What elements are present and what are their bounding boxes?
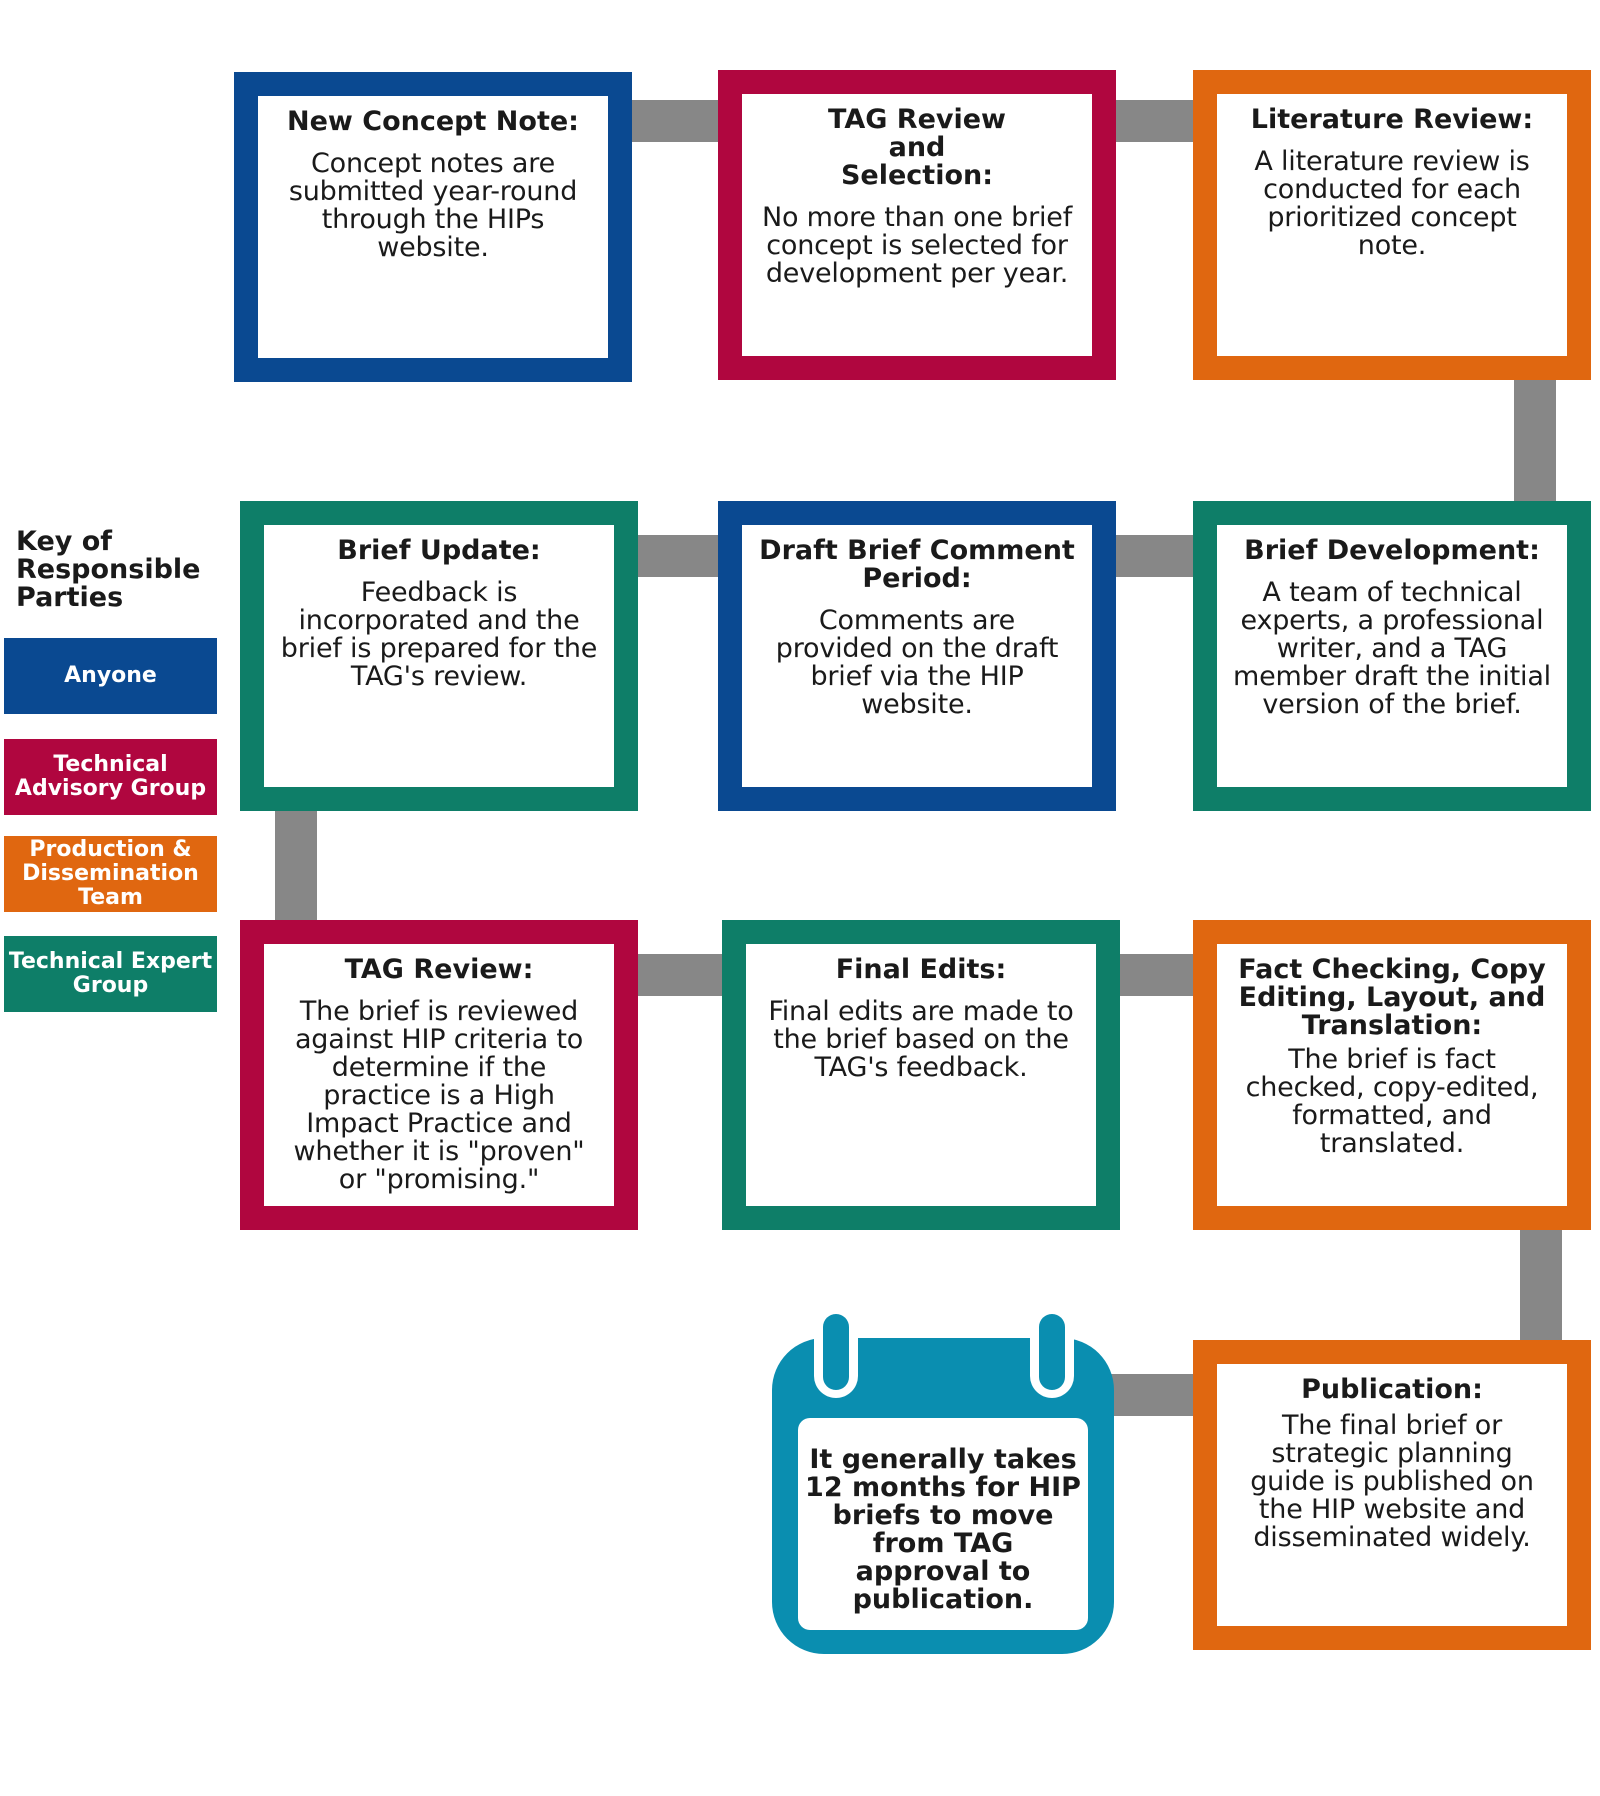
calendar-icon [772, 1306, 1114, 1654]
connector-5-6 [632, 535, 726, 577]
step-body: A literature review is conducted for eac… [1254, 146, 1530, 261]
step-body: Concept notes are submitted year-round t… [288, 148, 578, 263]
connector-6-7 [275, 806, 317, 920]
step-final-edits: Final Edits: Final edits are made to the… [722, 920, 1120, 1230]
step-body: Final edits are made to the brief based … [768, 996, 1074, 1083]
step-body: Comments are provided on the draft brief… [775, 605, 1059, 720]
step-title: Literature Review: [1250, 104, 1534, 135]
step-body: The final brief or strategic planning gu… [1250, 1410, 1534, 1553]
step-body: A team of technical experts, a professio… [1233, 577, 1551, 720]
step-draft-brief-comment-period: Draft Brief Comment Period: Comments are… [718, 501, 1116, 811]
connector-8-9 [1112, 954, 1206, 996]
step-brief-development: Brief Development: A team of technical e… [1193, 501, 1591, 811]
key-title: Key of Responsible Parties [16, 526, 201, 613]
step-title: Fact Checking, Copy Editing, Layout, and… [1238, 954, 1546, 1041]
step-body: The brief is fact checked, copy-edited, … [1245, 1044, 1539, 1159]
connector-1-2 [628, 100, 722, 142]
step-brief-update: Brief Update: Feedback is incorporated a… [240, 501, 638, 811]
step-title: Brief Update: [337, 535, 541, 566]
step-title: Publication: [1301, 1374, 1483, 1405]
step-body: Feedback is incorporated and the brief i… [280, 577, 598, 692]
step-title: TAG Review and Selection: [828, 104, 1006, 191]
calendar-note: It generally takes 12 months for HIP bri… [805, 1444, 1081, 1615]
key-item-production-dissemination-team: Production & Dissemination Team [4, 836, 217, 912]
connector-7-8 [632, 954, 726, 996]
key-item-technical-expert-group: Technical Expert Group [4, 936, 217, 1012]
key-item-anyone: Anyone [4, 638, 217, 714]
step-fact-checking-copy-editing: Fact Checking, Copy Editing, Layout, and… [1193, 920, 1591, 1230]
step-tag-review-and-selection: TAG Review and Selection: No more than o… [718, 70, 1116, 380]
step-title: New Concept Note: [287, 106, 579, 137]
step-title: Final Edits: [835, 954, 1007, 985]
connector-9-10 [1520, 1226, 1562, 1340]
step-title: TAG Review: [344, 954, 534, 985]
step-new-concept-note: New Concept Note: Concept notes are subm… [234, 72, 632, 382]
connector-3-4 [1514, 377, 1556, 501]
step-publication: Publication: The final brief or strategi… [1193, 1340, 1591, 1650]
step-title: Brief Development: [1244, 535, 1540, 566]
step-tag-review: TAG Review: The brief is reviewed agains… [240, 920, 638, 1230]
step-literature-review: Literature Review: A literature review i… [1193, 70, 1591, 380]
step-body: The brief is reviewed against HIP criter… [293, 996, 585, 1195]
connector-calendar [1108, 1374, 1202, 1416]
step-title: Draft Brief Comment Period: [759, 535, 1075, 594]
key-item-technical-advisory-group: Technical Advisory Group [4, 739, 217, 815]
connector-4-5 [1108, 535, 1202, 577]
step-body: No more than one brief concept is select… [761, 202, 1073, 289]
connector-2-3 [1108, 100, 1202, 142]
